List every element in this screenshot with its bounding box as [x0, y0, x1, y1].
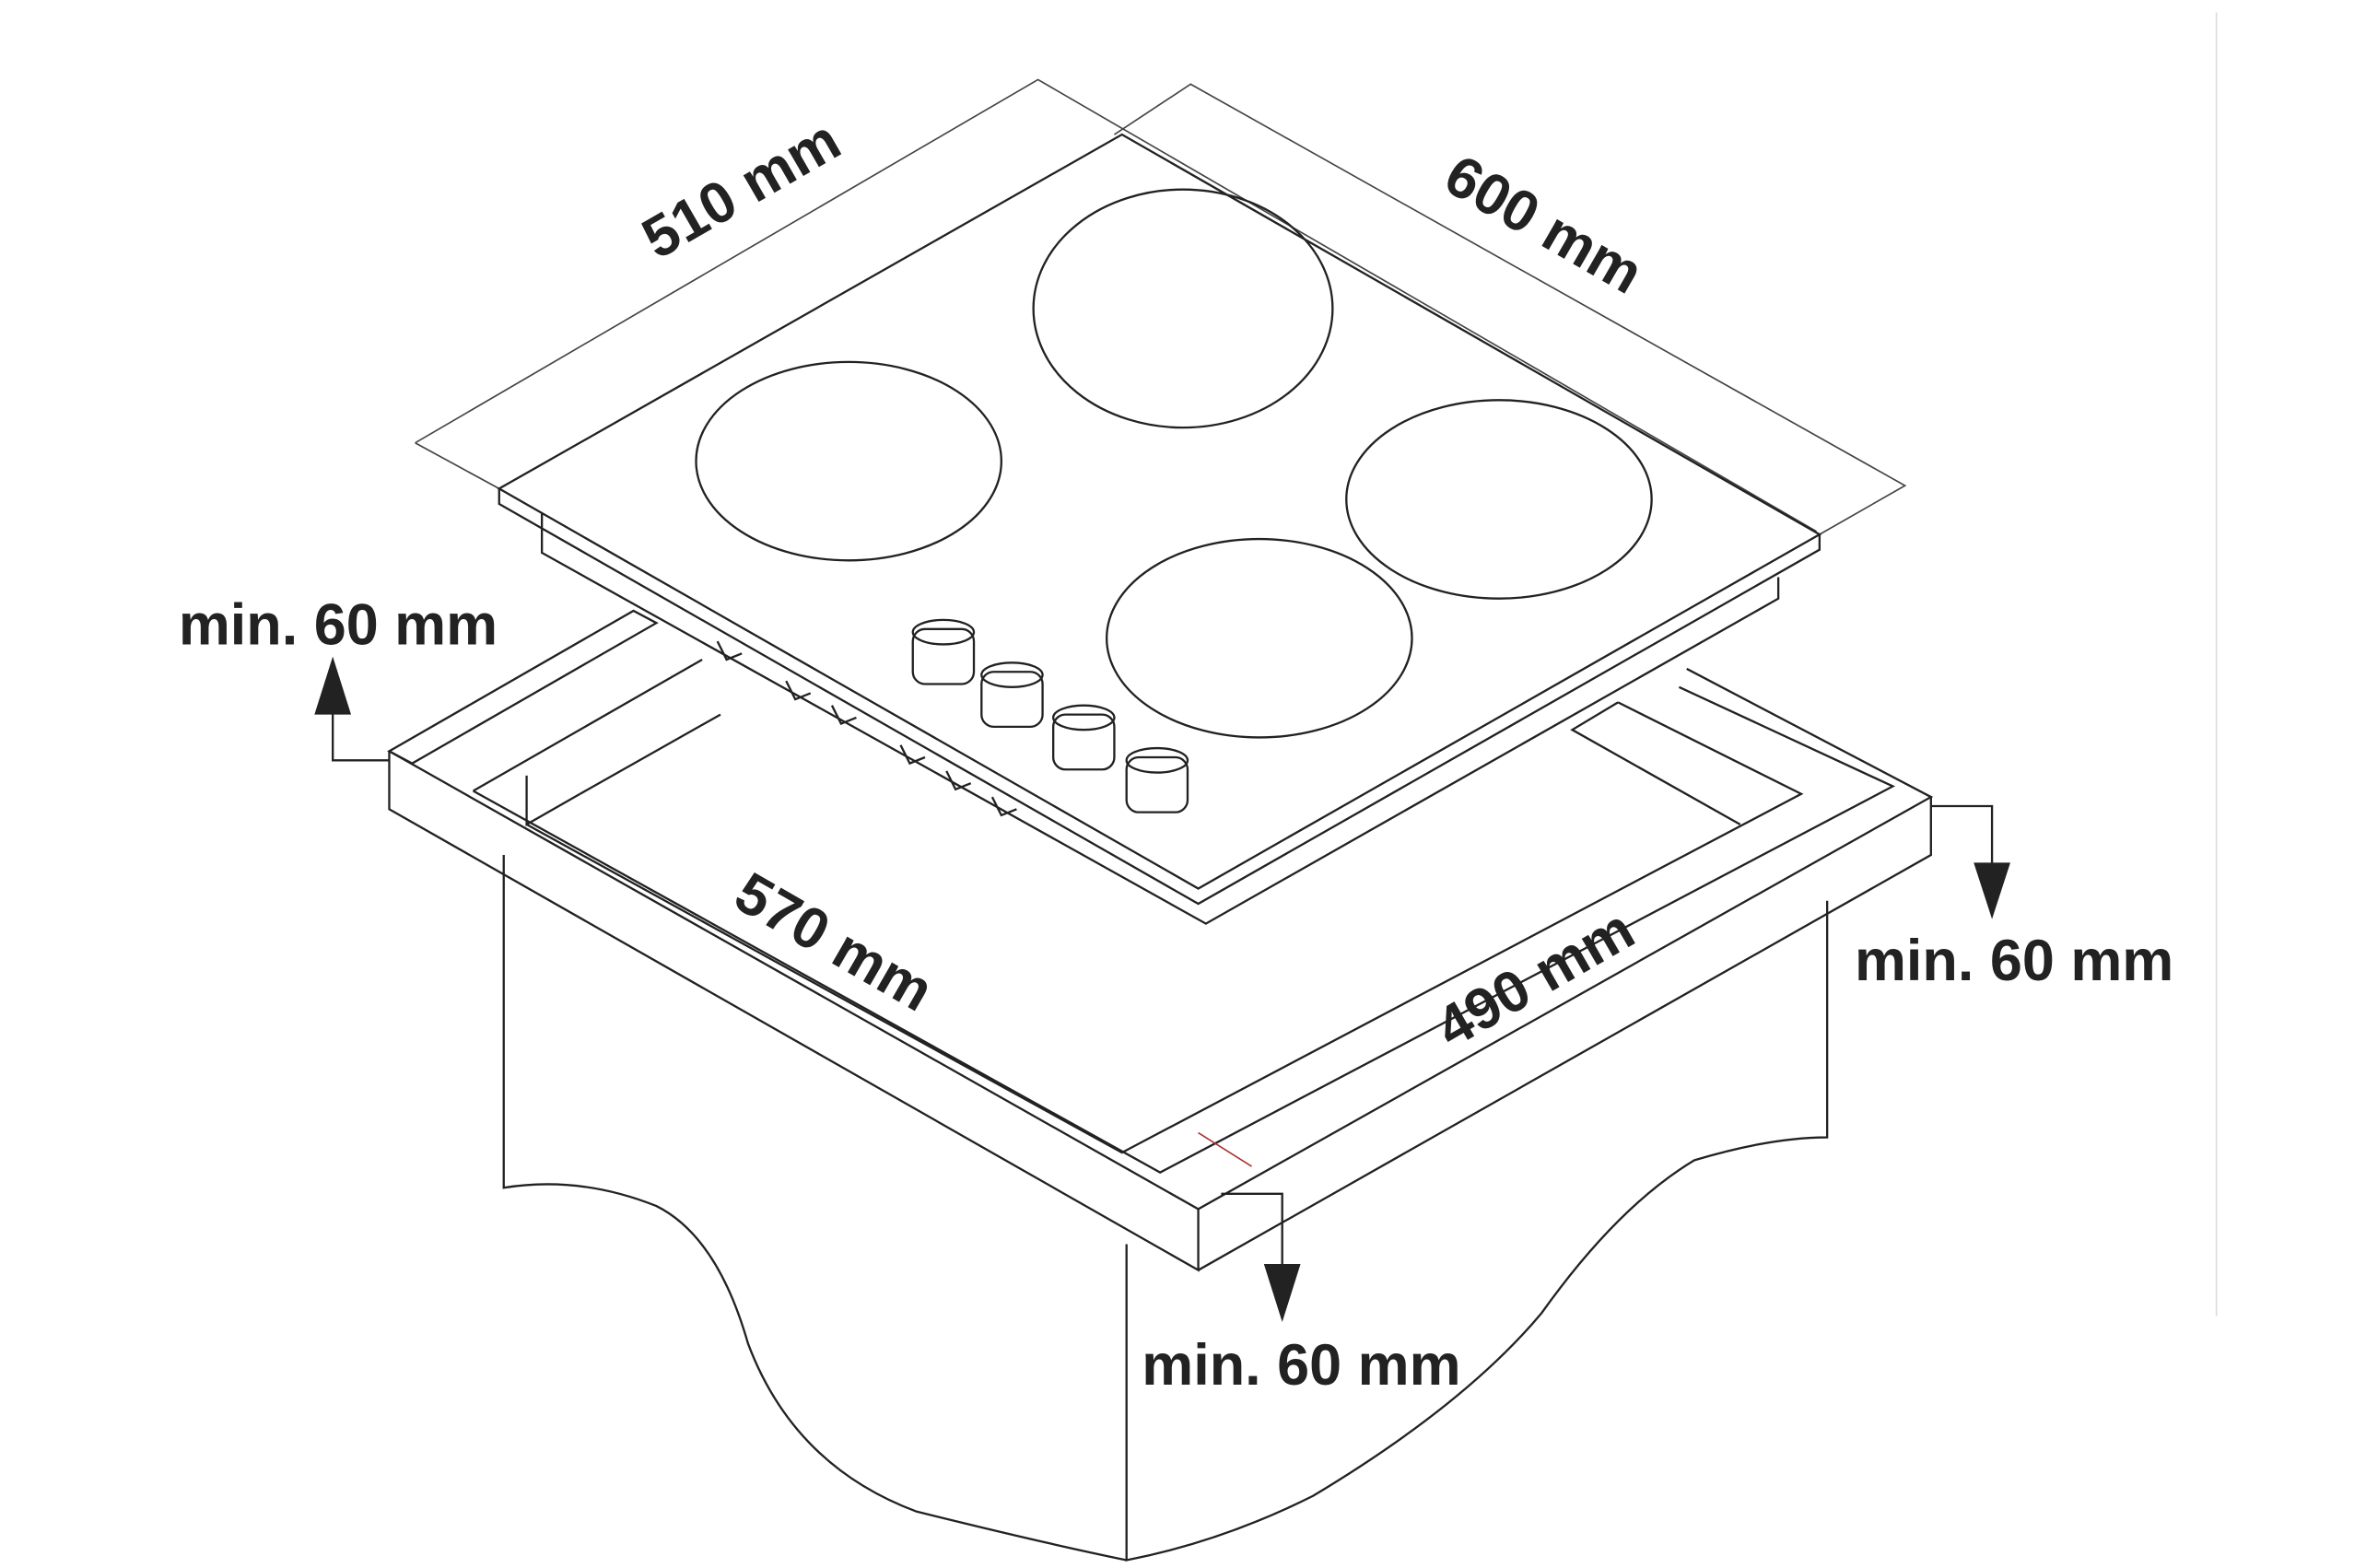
clearance-side-label: min. 60 mm — [1855, 929, 2173, 993]
clearance-arrow-side — [1930, 804, 2010, 919]
clearance-rear-label: min. 60 mm — [179, 592, 498, 657]
clearance-arrow-front — [1221, 1192, 1301, 1323]
clearance-front-label: min. 60 mm — [1142, 1333, 1460, 1398]
knob — [980, 661, 1044, 729]
knob — [1052, 704, 1116, 771]
cabinet — [502, 855, 1829, 1562]
cutout-width-label: 570 mm — [724, 860, 943, 1024]
burner-front — [1106, 537, 1413, 739]
control-knobs — [911, 618, 1189, 813]
hob-depth-label: 510 mm — [632, 108, 851, 272]
burner-left — [695, 360, 1003, 562]
hob — [415, 78, 1907, 925]
knob — [1125, 746, 1189, 813]
burner-rear — [1032, 188, 1334, 429]
burner-right — [1345, 399, 1653, 600]
knob — [911, 618, 976, 685]
countertop — [387, 609, 1934, 1272]
clearance-arrow-rear — [314, 656, 390, 762]
